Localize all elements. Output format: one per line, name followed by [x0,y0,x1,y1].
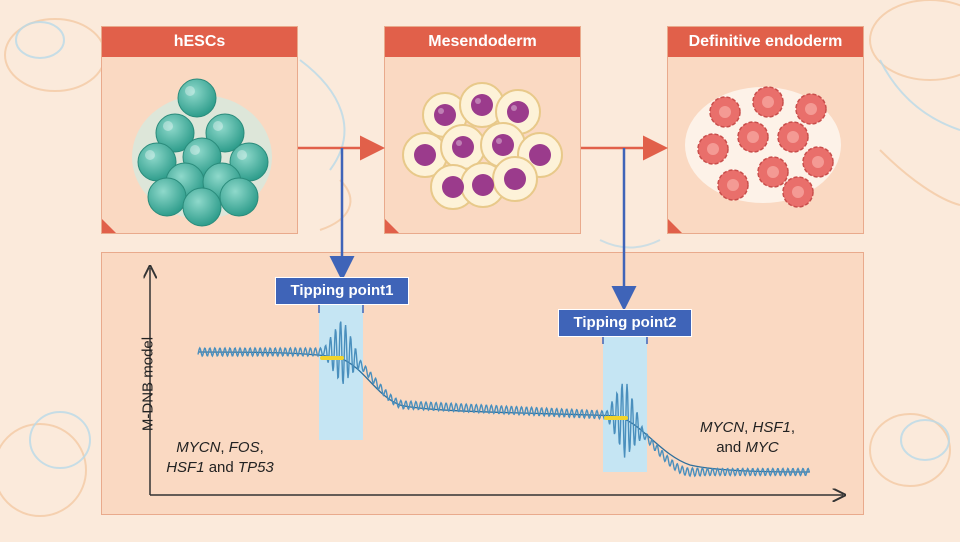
gene-hsf1: HSF1 [752,419,791,436]
gene-tp53: TP53 [237,459,274,476]
hescs-cell-cluster [132,78,272,227]
stage-title-definitive-endoderm: Definitive endoderm [668,27,863,57]
tipping-point2-label: Tipping point2 [558,309,692,337]
y-axis-label: M-DNB model [139,336,157,432]
separator: , [744,419,753,436]
stage-box-mesendoderm: Mesendoderm [384,26,581,234]
separator: , [790,419,796,436]
gene-hsf1: HSF1 [166,459,205,476]
stage-title-mesendoderm: Mesendoderm [385,27,580,57]
gene-mycn: MYCN [176,439,221,456]
stage-box-hescs: hESCs [101,26,298,234]
gene-myc: MYC [745,439,779,456]
conjunction: and [716,439,746,456]
genes-left: MYCN, FOS, HSF1 and TP53 [160,438,280,478]
m-dnb-signal [197,321,811,478]
stage-title-hescs: hESCs [102,27,297,57]
separator: , [220,439,229,456]
corner-accent [102,219,116,233]
separator: , [259,439,264,456]
tipping-point1-label: Tipping point1 [275,277,409,305]
gene-fos: FOS [228,439,260,456]
mesendoderm-cell-cluster [402,82,563,210]
endoderm-cell-cluster [685,86,841,208]
corner-accent [668,219,682,233]
gene-mycn: MYCN [699,419,745,436]
corner-accent [385,219,399,233]
stage-box-definitive-endoderm: Definitive endoderm [667,26,864,234]
genes-right: MYCN, HSF1, and MYC [690,418,805,458]
conjunction: and [204,459,238,476]
